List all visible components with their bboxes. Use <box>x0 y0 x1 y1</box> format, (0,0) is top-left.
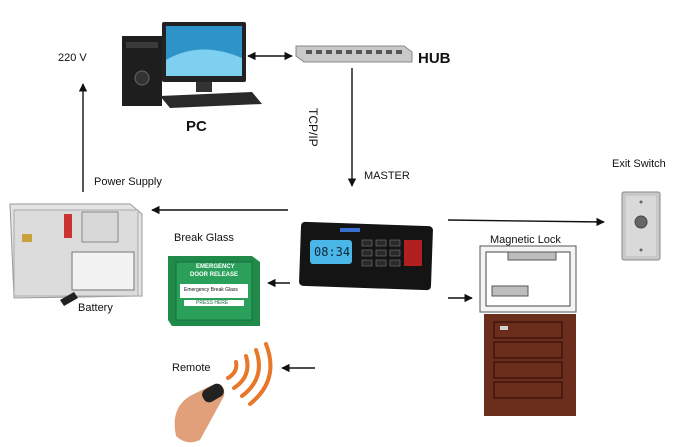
arrow-master-exit <box>447 217 605 227</box>
battery-label: Battery <box>78 302 113 314</box>
master-controller-icon <box>299 221 433 291</box>
break-glass-icon <box>168 256 260 326</box>
tcpip-label: TCP/IP <box>306 108 320 147</box>
break-glass-text-2: DOOR RELEASE <box>190 272 239 278</box>
remote-icon <box>174 342 273 443</box>
break-glass-text-4: PRESS HERE <box>196 300 229 306</box>
magnetic-lock-label: Magnetic Lock <box>490 234 561 246</box>
connection-arrows <box>78 51 605 373</box>
exit-switch-icon <box>621 191 661 261</box>
hub-label: HUB <box>418 50 451 67</box>
pc-label: PC <box>186 118 207 135</box>
hub-icon <box>295 45 413 63</box>
master-label: MASTER <box>364 170 410 182</box>
break-glass-text-1: EMERGENCY <box>196 264 235 270</box>
power-supply-label: Power Supply <box>94 176 162 188</box>
magnetic-lock-door-icon <box>479 245 577 416</box>
panel-display-text: 08:34 <box>314 245 351 259</box>
voltage-label: 220 V <box>58 52 87 64</box>
pc-icon <box>122 22 262 108</box>
break-glass-text-3: Emergency Break Glass <box>184 287 238 293</box>
exit-switch-label: Exit Switch <box>612 158 666 170</box>
remote-label: Remote <box>172 362 211 374</box>
break-glass-label: Break Glass <box>174 232 234 244</box>
power-supply-icon <box>9 203 143 306</box>
